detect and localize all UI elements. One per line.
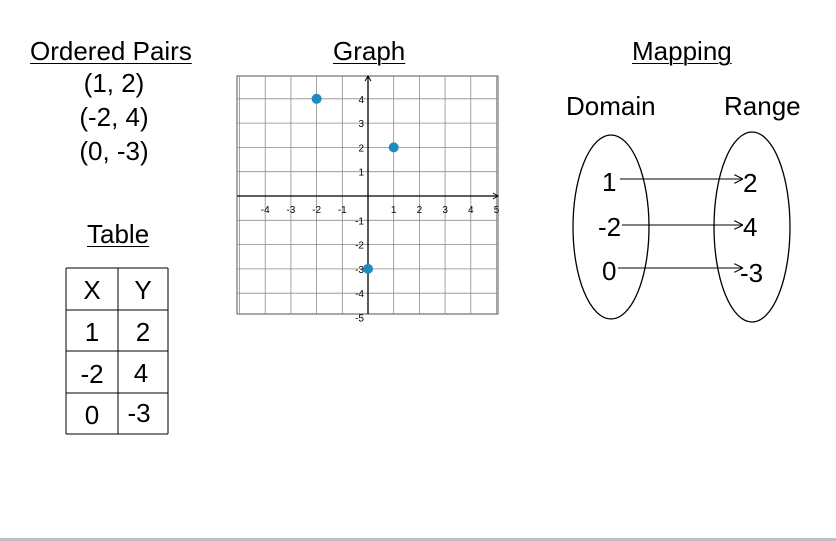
domain-value-2: -2 — [598, 212, 622, 242]
graph-points — [311, 93, 399, 274]
graph-tick-labels: -4 -3 -2 -1 1 2 3 4 5 4 3 2 1 -1 -2 -3 -4 -5 — [261, 95, 500, 325]
table-heading: Table — [87, 219, 150, 249]
table-cell-y-3: -3 — [127, 398, 151, 428]
domain-label: Domain — [566, 91, 656, 121]
x-tick-label: 4 — [468, 205, 474, 216]
y-tick-label: 2 — [358, 143, 364, 154]
ordered-pairs-heading: Ordered Pairs — [30, 36, 192, 66]
graph-axes — [237, 75, 499, 314]
x-tick-label: -2 — [312, 205, 321, 216]
y-tick-label: -5 — [355, 314, 364, 325]
x-tick-label: 5 — [494, 205, 500, 216]
table-cell-y-1: 2 — [135, 317, 151, 347]
x-tick-label: 2 — [417, 205, 423, 216]
range-value-1: 2 — [743, 168, 758, 198]
x-tick-label: 1 — [391, 205, 397, 216]
ordered-pair-2: (-2, 4) — [79, 102, 149, 132]
y-tick-label: -2 — [355, 241, 364, 252]
domain-oval — [572, 134, 650, 320]
y-tick-label: 3 — [358, 119, 364, 130]
y-tick-label: -1 — [355, 216, 364, 227]
x-tick-label: -1 — [338, 205, 347, 216]
x-tick-label: -3 — [286, 205, 295, 216]
graph-point — [363, 263, 373, 274]
domain-value-1: 1 — [602, 167, 617, 197]
table-cell-x-3: 0 — [84, 400, 100, 430]
ordered-pair-3: (0, -3) — [79, 136, 149, 166]
y-tick-label: 1 — [358, 168, 364, 179]
mapping-heading: Mapping — [632, 36, 732, 66]
graph-point — [311, 93, 322, 104]
table-cell-x-2: -2 — [80, 359, 104, 389]
range-oval — [713, 131, 791, 323]
y-tick-label: -3 — [355, 265, 364, 276]
y-tick-label: -4 — [355, 289, 364, 300]
table-cell-x-1: 1 — [84, 317, 100, 347]
range-label: Range — [724, 91, 801, 121]
bottom-border — [0, 538, 836, 541]
graph-point — [388, 142, 399, 153]
table-header-x: X — [83, 275, 101, 305]
range-value-2: 4 — [743, 212, 758, 242]
table-cell-y-2: 4 — [133, 358, 149, 388]
domain-value-3: 0 — [602, 256, 617, 286]
table-header-y: Y — [134, 275, 152, 305]
x-tick-label: -4 — [261, 205, 270, 216]
y-tick-label: 4 — [358, 95, 364, 106]
ordered-pair-1: (1, 2) — [83, 68, 145, 98]
graph-heading: Graph — [333, 36, 406, 66]
range-value-3: -3 — [740, 258, 764, 288]
x-tick-label: 3 — [442, 205, 448, 216]
